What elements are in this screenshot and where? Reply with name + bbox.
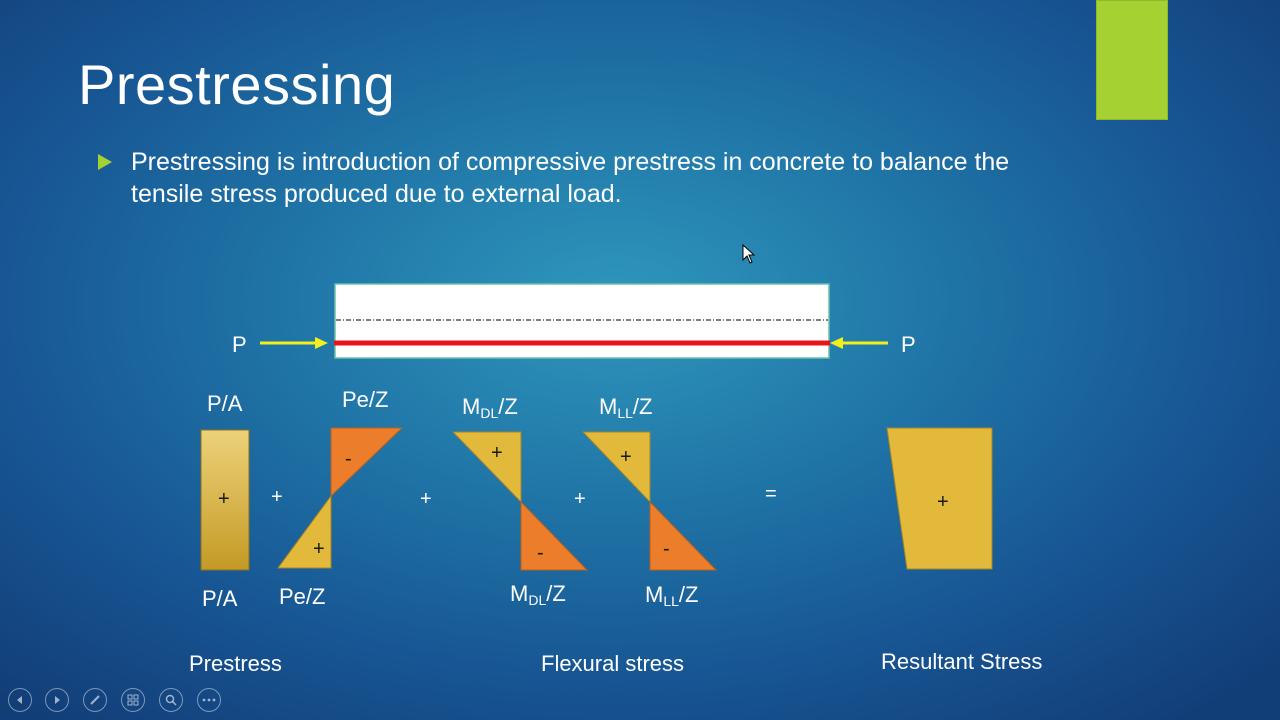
mll-stress-top	[581, 431, 651, 504]
mll-label-top: MLL/Z	[599, 394, 653, 421]
caption-resultant: Resultant Stress	[881, 649, 1043, 674]
slides-grid-icon[interactable]	[121, 688, 145, 712]
pa-label-top: P/A	[207, 391, 243, 416]
operator-plus-1: +	[271, 486, 283, 508]
operator-plus-3: +	[574, 488, 586, 510]
mll-label-bottom: MLL/Z	[645, 582, 699, 609]
caption-flexural: Flexural stress	[541, 651, 685, 676]
mll-bottom-sign: -	[663, 538, 670, 560]
operator-plus-2: +	[420, 488, 432, 510]
previous-icon[interactable]	[8, 688, 32, 712]
force-label-right: P	[901, 332, 916, 357]
mdl-stress-bottom	[520, 500, 589, 571]
mdl-top-sign: +	[491, 442, 503, 464]
mll-top-sign: +	[620, 446, 632, 468]
mll-stress-bottom	[649, 500, 718, 571]
pa-label-bottom: P/A	[202, 586, 238, 611]
resultant-stress-block	[886, 427, 993, 570]
pez-top-sign: -	[345, 448, 352, 470]
next-icon[interactable]	[45, 688, 69, 712]
bullet-arrow-icon	[98, 154, 112, 170]
force-arrowhead-right	[830, 337, 843, 349]
pez-stress-top	[330, 427, 404, 498]
resultant-sign: +	[937, 491, 949, 513]
pa-stress-block	[200, 429, 250, 571]
pez-label-bottom: Pe/Z	[279, 584, 326, 609]
force-label-left: P	[232, 332, 247, 357]
mdl-label-top: MDL/Z	[462, 394, 518, 421]
mdl-label-bottom: MDL/Z	[510, 581, 566, 608]
operator-equals: =	[765, 483, 777, 505]
slide-title: Prestressing	[78, 53, 396, 116]
pen-icon[interactable]	[83, 688, 107, 712]
pez-stress-bottom	[277, 494, 332, 569]
force-arrowhead-left	[315, 337, 328, 349]
mdl-stress-top	[451, 431, 522, 504]
mouse-cursor-icon	[742, 244, 756, 264]
beam	[334, 283, 830, 359]
bullet-text: Prestressing is introduction of compress…	[131, 148, 1010, 208]
mdl-bottom-sign: -	[537, 542, 544, 564]
pez-label-top: Pe/Z	[342, 387, 389, 412]
more-icon[interactable]	[197, 688, 221, 712]
caption-prestress: Prestress	[189, 651, 282, 676]
pa-sign: +	[218, 488, 230, 510]
pez-bottom-sign: +	[313, 538, 325, 560]
zoom-icon[interactable]	[159, 688, 183, 712]
accent-bar	[1096, 0, 1168, 120]
